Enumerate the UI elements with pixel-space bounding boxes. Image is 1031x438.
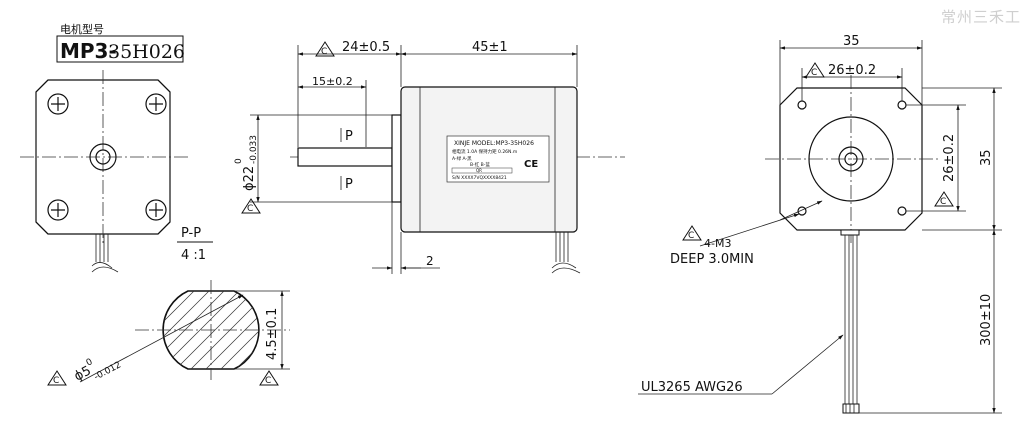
svg-text:C: C — [53, 376, 59, 386]
svg-text:A-绿 A-黑: A-绿 A-黑 — [452, 155, 472, 162]
dim-flange-length: 24±0.5 — [342, 40, 390, 55]
svg-text:C: C — [265, 376, 271, 386]
dim-shaft-length: 15±0.2 — [312, 75, 353, 88]
boss — [391, 114, 402, 203]
shaft-dia-dim: ϕ5 — [72, 363, 94, 384]
svg-text:QR: QR — [476, 168, 482, 173]
section-height-dim: 4.5±0.1 — [265, 308, 280, 360]
dim-boss-tol-lower: -0.033 — [249, 135, 259, 164]
flange-screw-tl — [47, 93, 69, 115]
dim-hole-spacing-h: 26±0.2 — [828, 63, 876, 78]
svg-text:相电流 1.0A 保持力矩 0.26N.m: 相电流 1.0A 保持力矩 0.26N.m — [452, 148, 517, 155]
nameplate: XINJE MODEL:MP3-35H026 相电流 1.0A 保持力矩 0.2… — [446, 135, 550, 183]
flange-front-view — [20, 70, 190, 273]
datum-triangle: C — [241, 198, 261, 214]
flange-lead-wires — [91, 234, 119, 273]
dim-boss-tol-upper: 0 — [234, 158, 244, 164]
datum-triangle: C — [47, 370, 67, 386]
section-marker-bottom: P — [345, 177, 353, 192]
section-view: P-P 4 :1 4.5±0.1 ϕ5 0 -0.012 C C — [47, 226, 290, 386]
holes-note: 4-M3 — [704, 237, 731, 250]
dim-boss-dia: ϕ22 — [242, 166, 257, 191]
holes-depth-note: DEEP 3.0MIN — [670, 252, 754, 267]
mount-hole-br — [897, 206, 907, 216]
dim-hole-spacing-v: 26±0.2 — [942, 134, 957, 182]
mount-hole-tl — [797, 100, 807, 110]
dim-step: 2 — [426, 254, 434, 268]
flange-screw-tr — [145, 93, 167, 115]
model-box: 电机型号 MP3- 35H026 — [56, 22, 185, 63]
datum-triangle: C — [315, 41, 335, 57]
shaft — [297, 147, 393, 167]
side-lead-wires — [551, 232, 581, 274]
datum-triangle: C — [934, 191, 954, 207]
svg-text:C: C — [811, 68, 817, 78]
svg-text:C: C — [321, 47, 327, 57]
flange-screw-bl — [47, 199, 69, 221]
shaft-tol-upper: 0 — [85, 357, 95, 369]
model-prefix: MP3- — [60, 39, 117, 63]
svg-text:B-红 B-蓝: B-红 B-蓝 — [470, 161, 490, 168]
section-marker-top: P — [345, 129, 353, 144]
section-label: P-P — [181, 226, 201, 241]
model-label: 电机型号 — [60, 22, 104, 36]
shaft-tol-lower: -0.012 — [93, 360, 123, 382]
svg-text:C: C — [688, 231, 694, 241]
svg-text:XINJE MODEL:MP3-35H026: XINJE MODEL:MP3-35H026 — [454, 140, 534, 147]
dim-height: 35 — [979, 149, 994, 166]
datum-triangle: C — [259, 370, 279, 386]
svg-text:S/N XXXX7VQXXXX8421: S/N XXXX7VQXXXX8421 — [452, 175, 507, 181]
datum-triangle: C — [805, 62, 825, 78]
model-suffix: 35H026 — [108, 41, 185, 63]
section-scale: 4 :1 — [181, 248, 206, 263]
dim-width: 35 — [843, 34, 860, 49]
svg-text:C: C — [940, 197, 946, 207]
side-view: XINJE MODEL:MP3-35H026 相电流 1.0A 保持力矩 0.2… — [234, 40, 625, 274]
wire-note: UL3265 AWG26 — [641, 380, 743, 395]
flange-screw-br — [145, 199, 167, 221]
watermark-text: 常州三禾工 — [940, 8, 1021, 26]
svg-text:C: C — [247, 204, 253, 214]
lead-wire-bundle — [842, 235, 860, 414]
ce-mark: CE — [524, 159, 538, 170]
dim-lead-length: 300±10 — [979, 294, 994, 346]
datum-triangle: C — [682, 225, 702, 241]
mount-hole-bl — [797, 206, 807, 216]
right-front-view: 35 26±0.2 C 26±0.2 C 35 300±10 — [638, 34, 1002, 414]
mount-hole-tr — [897, 100, 907, 110]
dim-body-length: 45±1 — [472, 40, 508, 55]
